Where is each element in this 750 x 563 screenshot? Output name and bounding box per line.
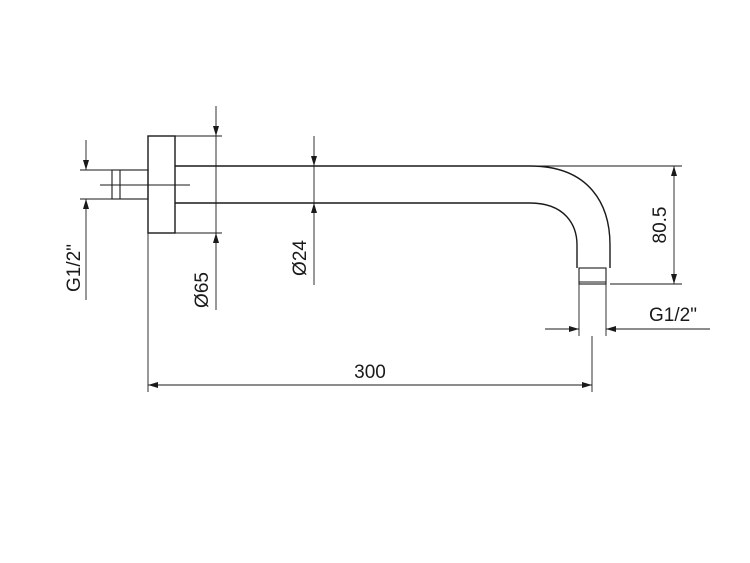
wall-flange <box>147 135 176 234</box>
label-flange-diameter: Ø65 <box>192 272 213 308</box>
label-height: 80.5 <box>650 207 671 244</box>
label-length: 300 <box>354 362 386 383</box>
outlet-nipple <box>578 267 607 285</box>
dim-flange-diameter: Ø65 <box>175 106 222 310</box>
label-thread-outlet: G1/2" <box>649 305 697 326</box>
label-arm-diameter: Ø24 <box>290 240 311 276</box>
dim-thread-left: G1/2" <box>64 140 112 300</box>
dim-length: 300 <box>147 233 593 392</box>
dim-arm-diameter: Ø24 <box>290 136 317 285</box>
label-thread-left: G1/2" <box>64 244 85 292</box>
arm-bottom-edge <box>175 202 578 268</box>
arm-top-edge <box>175 165 611 268</box>
shower-arm-outline <box>100 135 611 285</box>
left-thread-nipple <box>111 169 149 200</box>
dim-height: 80.5 <box>530 165 682 285</box>
dim-thread-outlet: G1/2" <box>545 284 710 336</box>
